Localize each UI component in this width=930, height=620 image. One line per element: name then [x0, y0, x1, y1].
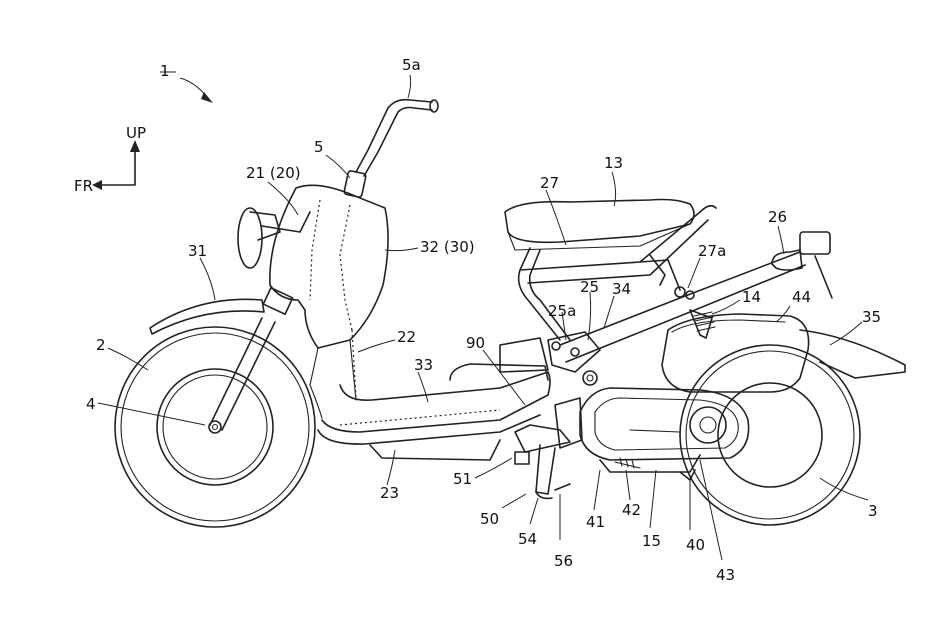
- label-25a: 25a: [548, 302, 576, 320]
- labels: 1 UP FR 5a 5 21 (20) 32 (30) 31 2 4 22 3…: [74, 56, 881, 584]
- label-41: 41: [586, 513, 605, 531]
- label-21: 21 (20): [246, 164, 301, 182]
- label-44: 44: [792, 288, 811, 306]
- floor-frame: [317, 363, 551, 461]
- label-27: 27: [540, 174, 559, 192]
- label-43: 43: [716, 566, 735, 584]
- label-56: 56: [554, 552, 573, 570]
- engine-unit: [554, 387, 750, 461]
- label-34: 34: [612, 280, 631, 298]
- label-40: 40: [686, 536, 705, 554]
- label-25: 25: [580, 278, 599, 296]
- direction-front-label: FR: [74, 177, 93, 195]
- label-27a: 27a: [698, 242, 726, 260]
- label-51: 51: [453, 470, 472, 488]
- label-4: 4: [86, 395, 96, 413]
- front-wheel: [114, 326, 316, 528]
- label-32: 32 (30): [420, 238, 475, 256]
- reference-arrow: [160, 71, 213, 103]
- label-5a: 5a: [402, 56, 421, 74]
- label-5: 5: [314, 138, 324, 156]
- label-14: 14: [742, 288, 761, 306]
- front-fork: [209, 286, 294, 431]
- direction-up-label: UP: [126, 124, 146, 142]
- seat: [504, 198, 695, 251]
- handlebar: [343, 98, 439, 198]
- label-33: 33: [414, 356, 433, 374]
- front-cover: [269, 184, 389, 419]
- front-fender: [149, 298, 265, 335]
- direction-indicator: [92, 140, 140, 190]
- label-22: 22: [397, 328, 416, 346]
- pivot-bracket: [547, 331, 601, 386]
- rear-wheel: [679, 344, 861, 526]
- rear-fender: [799, 329, 906, 379]
- label-35: 35: [862, 308, 881, 326]
- label-31: 31: [188, 242, 207, 260]
- leader-lines: [97, 74, 869, 561]
- label-2: 2: [96, 336, 106, 354]
- label-13: 13: [604, 154, 623, 172]
- label-23: 23: [380, 484, 399, 502]
- label-26: 26: [768, 208, 787, 226]
- label-50: 50: [480, 510, 499, 528]
- side-cover: [661, 313, 810, 393]
- label-3: 3: [868, 502, 878, 520]
- headlight: [237, 207, 311, 269]
- tail-light: [771, 231, 833, 299]
- reference-numeral: 1: [160, 62, 170, 80]
- label-54: 54: [518, 530, 537, 548]
- rear-shock: [689, 309, 716, 339]
- label-90: 90: [466, 334, 485, 352]
- under-seat-body: [499, 337, 549, 373]
- side-stand: [514, 424, 571, 500]
- label-42: 42: [622, 501, 641, 519]
- label-15: 15: [642, 532, 661, 550]
